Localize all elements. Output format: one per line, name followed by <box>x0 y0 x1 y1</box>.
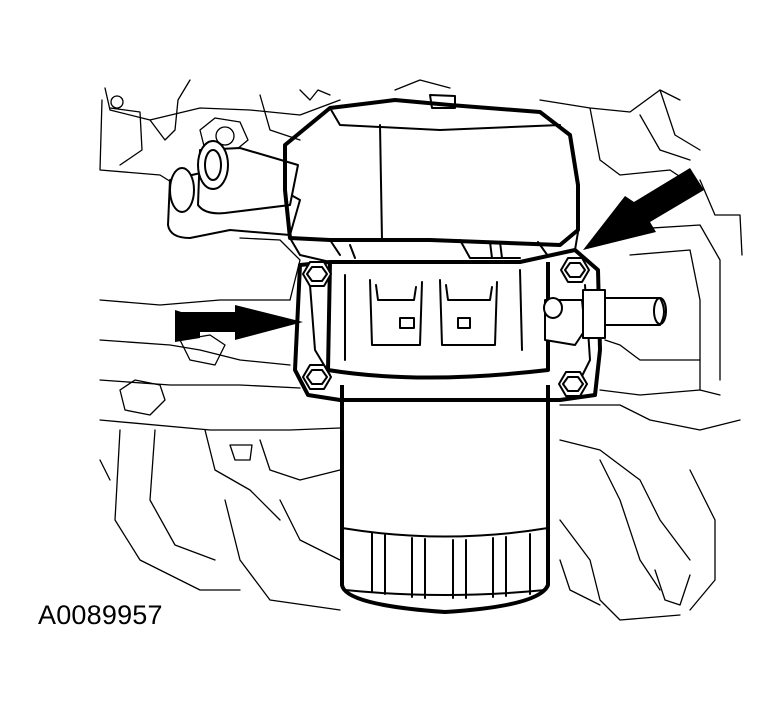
arrow-right-callout <box>583 168 704 250</box>
filter-housing-top <box>283 94 580 263</box>
figure-id-label: A0089957 <box>38 600 163 630</box>
coolant-hose-outlets <box>167 140 301 239</box>
callout-arrows <box>175 168 704 342</box>
side-fitting <box>543 289 667 346</box>
arrow-left-callout-back <box>175 310 200 342</box>
bolt-lower-left <box>302 364 332 390</box>
arrow-left-callout <box>175 305 303 340</box>
filter-adapter-body <box>326 261 550 380</box>
bolt-lower-right <box>558 371 588 397</box>
engine-block-background <box>99 79 743 621</box>
oil-filter-canister <box>340 385 550 614</box>
mounting-bolts <box>302 257 590 397</box>
bolt-upper-right <box>560 257 590 283</box>
bolt-upper-left <box>302 261 332 287</box>
